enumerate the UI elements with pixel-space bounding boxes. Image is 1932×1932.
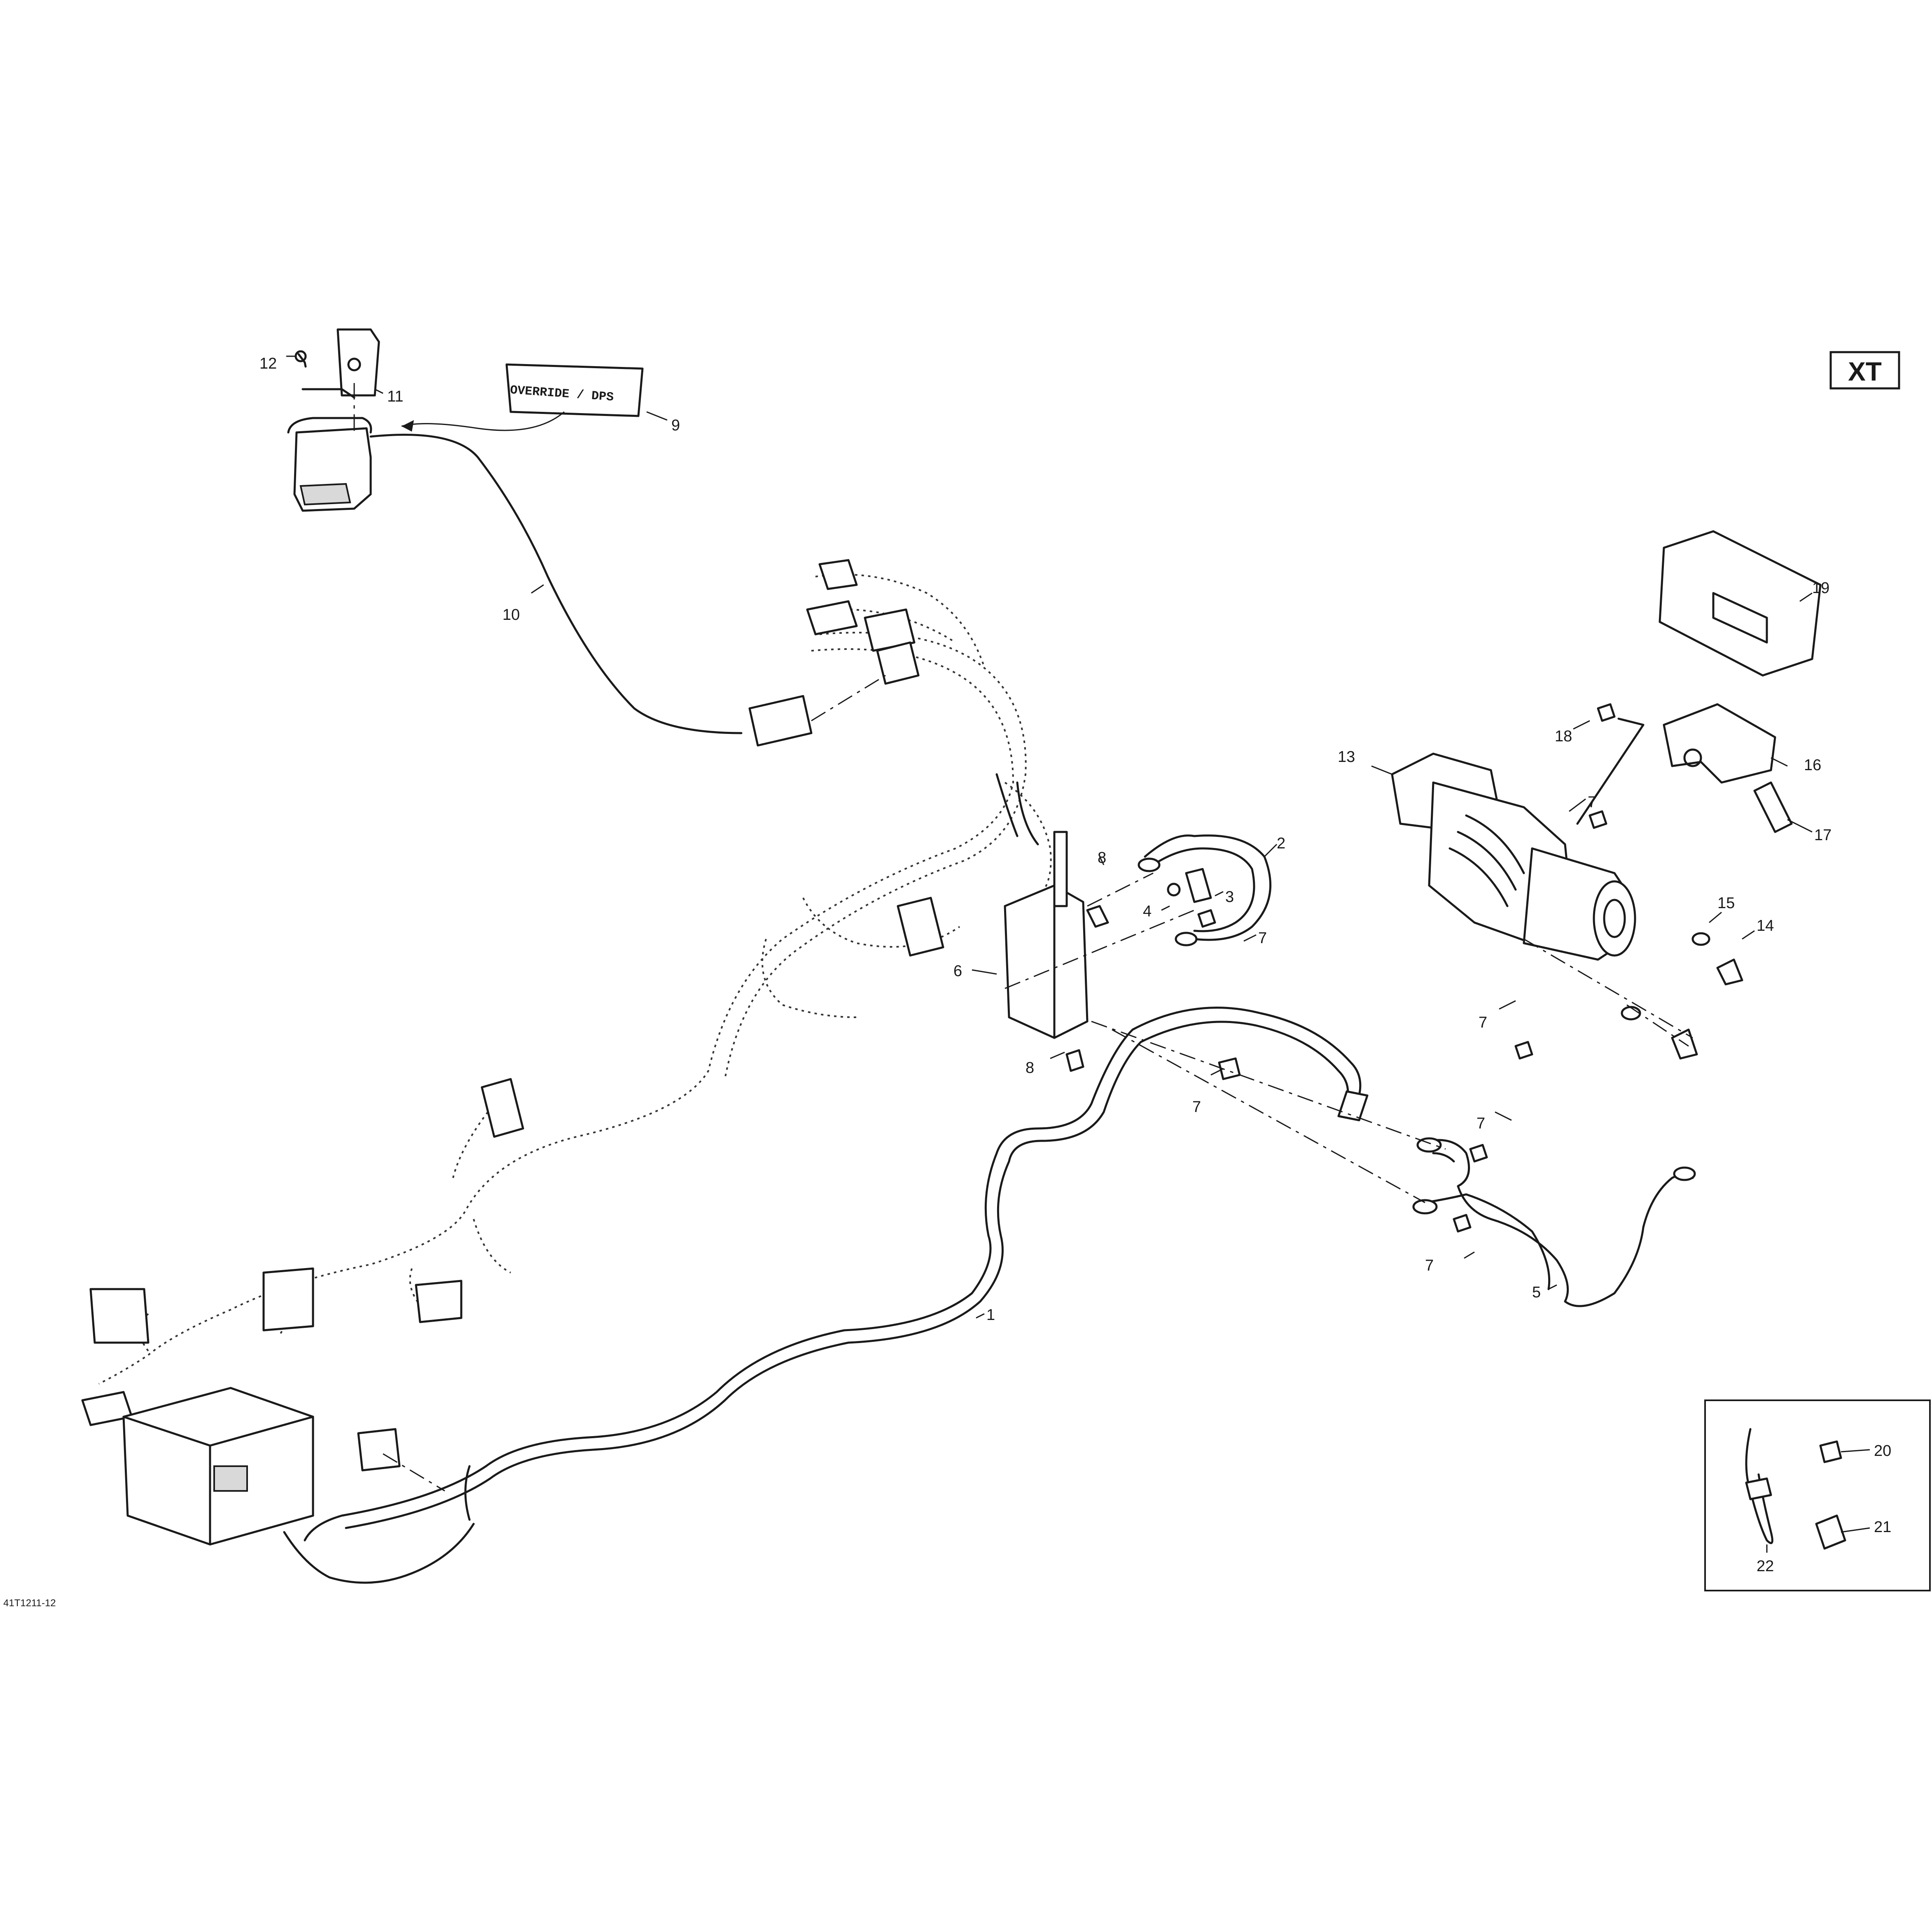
callout-14: 14	[1757, 917, 1774, 934]
callout-7a: 7	[1258, 930, 1267, 947]
override-switch-assembly	[287, 328, 813, 747]
override-dps-decal: OVERRIDE / DPS	[401, 363, 644, 432]
callout-4: 4	[1143, 903, 1152, 920]
callout-8a: 8	[1098, 849, 1106, 867]
pin	[1753, 781, 1793, 833]
callout-7c: 7	[1476, 1115, 1485, 1132]
callout-15: 15	[1717, 895, 1735, 912]
variant-badge: XT	[1829, 351, 1900, 390]
roller-fairlead	[1663, 703, 1776, 784]
main-wiring-harness	[81, 559, 1052, 1426]
callout-8b: 8	[1026, 1059, 1034, 1077]
battery	[122, 1387, 475, 1584]
callout-7b: 7	[1588, 794, 1596, 811]
callout-22: 22	[1757, 1558, 1774, 1575]
callout-19: 19	[1812, 579, 1829, 597]
callout-3: 3	[1225, 888, 1234, 906]
callout-11: 11	[387, 388, 403, 405]
control-module	[995, 773, 1089, 1039]
callout-17: 17	[1814, 827, 1832, 844]
callout-7d: 7	[1479, 1014, 1487, 1031]
battery-cable	[1138, 834, 1272, 946]
callout-12: 12	[259, 355, 277, 372]
callout-2: 2	[1277, 835, 1285, 852]
clip-small	[1819, 1440, 1842, 1463]
callout-20: 20	[1874, 1442, 1891, 1460]
callout-18: 18	[1555, 728, 1572, 745]
callout-6: 6	[953, 962, 962, 980]
callout-7e: 7	[1192, 1098, 1201, 1116]
callout-5: 5	[1532, 1284, 1541, 1301]
small-parts-inset	[1704, 1399, 1931, 1591]
variant-badge-text: XT	[1848, 357, 1882, 386]
long-power-cable	[304, 1007, 1369, 1542]
switch-harness-wire	[369, 434, 743, 734]
callout-leaders	[286, 355, 1870, 1553]
winch-assembly	[1391, 752, 1636, 961]
cable-tie	[1745, 1428, 1773, 1544]
switch-bracket	[336, 328, 380, 397]
callout-7f: 7	[1425, 1257, 1434, 1274]
callout-10: 10	[502, 606, 520, 624]
callout-21: 21	[1874, 1519, 1891, 1536]
fairlead-parts	[1659, 530, 1822, 833]
callout-9: 9	[671, 417, 680, 434]
callout-13: 13	[1338, 748, 1355, 766]
reference-code: 41T1211-12	[3, 1598, 56, 1609]
callout-16: 16	[1804, 757, 1821, 774]
switch-connector	[748, 695, 813, 747]
clip-large	[1815, 1514, 1846, 1550]
callout-1: 1	[986, 1306, 995, 1324]
winch-bracket	[1659, 530, 1822, 677]
assembly-lines	[353, 383, 1693, 1492]
callout-numbers: 1 2 3 4 5 6 7 7 7 7 7 7 8 8 9 10 11 12 1…	[259, 355, 1891, 1575]
